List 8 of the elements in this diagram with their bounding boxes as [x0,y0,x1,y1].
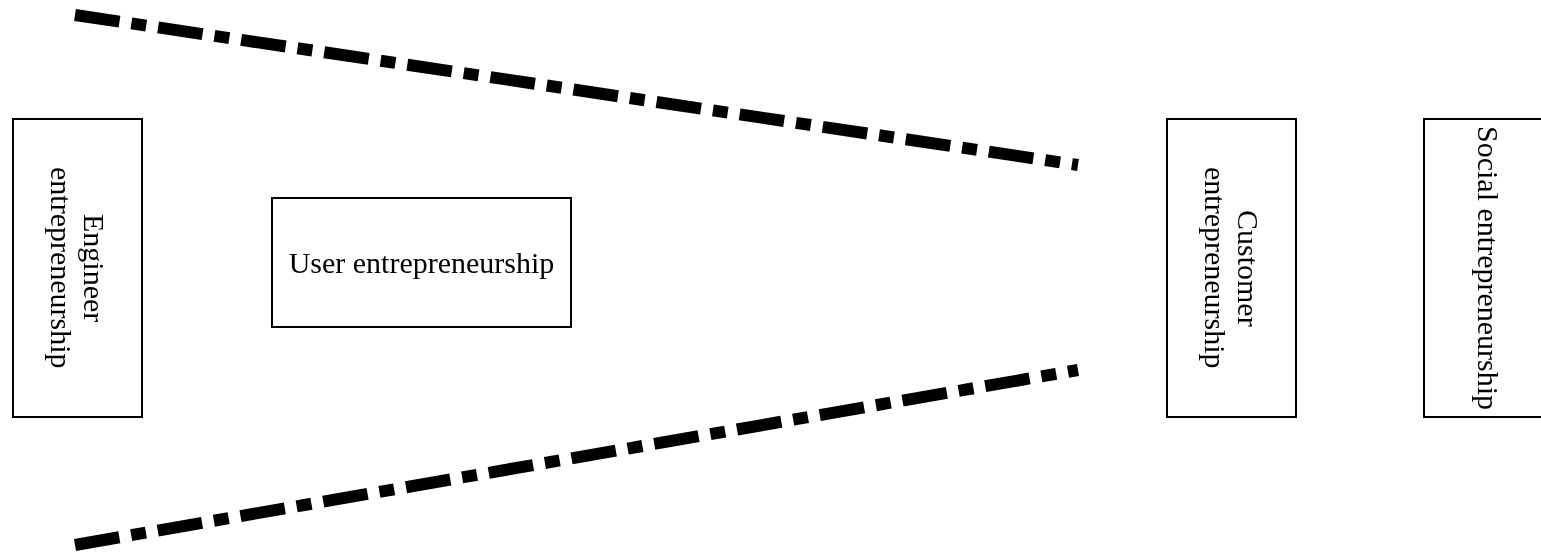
box-label: Customer entrepreneurship [1198,166,1265,371]
concept-box [12,118,143,418]
concept-box [271,197,572,328]
box-label: Social entrepreneurship [1471,125,1505,411]
box-label: User entrepreneurship [288,246,555,279]
concept-box [1423,118,1541,418]
concept-box [1166,118,1297,418]
box-label: Engineer entrepreneurship [44,166,111,371]
